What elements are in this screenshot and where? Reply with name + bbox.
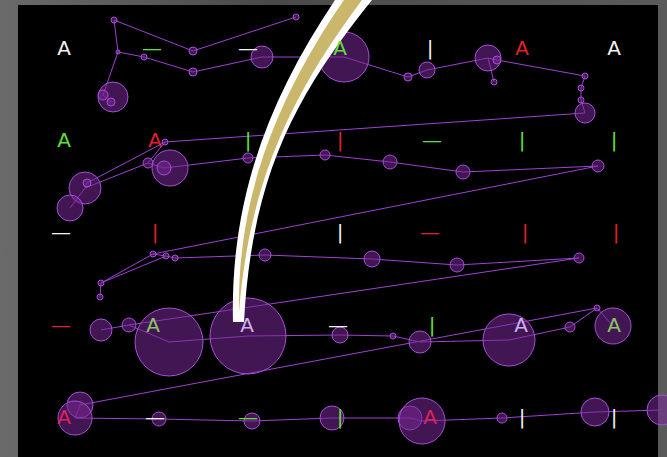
grid-symbol: — <box>51 222 71 242</box>
node-dot <box>364 251 380 267</box>
link-line <box>75 308 662 421</box>
curved-blade <box>233 0 372 322</box>
grid-symbol: A <box>57 407 71 427</box>
node-dot <box>90 319 112 341</box>
grid-symbol: | <box>611 407 618 427</box>
node-dot <box>390 333 396 339</box>
grid-symbol: — <box>142 38 162 58</box>
grid-symbol: A <box>423 407 437 427</box>
node-dot <box>578 85 584 91</box>
node-dot <box>483 314 535 366</box>
grid-symbol: | <box>427 38 434 58</box>
grid-symbol: | <box>152 222 159 242</box>
node-dot <box>210 298 286 374</box>
node-dot <box>647 395 667 425</box>
grid-symbol: A <box>607 38 621 58</box>
node-dot <box>320 150 330 160</box>
node-dot <box>150 251 156 257</box>
grid-symbol: | <box>613 222 620 242</box>
grid-symbol: A <box>514 315 528 335</box>
node-dot <box>189 47 197 55</box>
grid-symbol: | <box>245 130 252 150</box>
node-dot <box>57 195 83 221</box>
node-dot <box>152 150 188 186</box>
grid-symbol: A <box>148 130 162 150</box>
node-dot <box>578 97 584 103</box>
node-dot <box>97 294 103 300</box>
grid-symbol: A <box>333 38 347 58</box>
grid-symbol: — <box>328 315 348 335</box>
grid-symbol: A <box>57 130 71 150</box>
grid-symbol: — <box>420 222 440 242</box>
node-dot <box>450 258 464 272</box>
node-dot <box>592 160 604 172</box>
node-dot <box>383 155 397 169</box>
black-panel <box>18 5 658 457</box>
node-dot <box>189 68 197 76</box>
link-line <box>148 142 598 254</box>
node-dot <box>98 280 104 286</box>
grid-symbol: — <box>51 315 71 335</box>
node-dot <box>83 179 91 187</box>
node-dot <box>259 249 271 261</box>
node-dot <box>419 62 435 78</box>
grid-symbol: A <box>607 315 621 335</box>
node-dot <box>581 398 609 426</box>
node-dot <box>493 56 501 64</box>
grid-symbol: | <box>337 222 344 242</box>
grid-symbol: — <box>238 407 258 427</box>
blade-core <box>239 0 362 312</box>
node-dot <box>162 139 168 145</box>
node-dot <box>491 79 497 85</box>
node-dot <box>475 45 501 71</box>
link-line <box>101 256 166 283</box>
grid-symbol: | <box>611 130 618 150</box>
grid-symbol: A <box>57 38 71 58</box>
grid-symbol: | <box>522 222 529 242</box>
node-dot <box>98 82 128 112</box>
node-dot <box>163 253 169 259</box>
node-dot <box>58 401 92 435</box>
node-dot <box>98 90 108 100</box>
grid-symbol: — <box>145 407 165 427</box>
node-dot <box>594 305 600 311</box>
node-dot <box>497 413 507 423</box>
node-dot <box>595 308 631 344</box>
node-dot <box>107 98 115 106</box>
node-dot <box>135 308 203 376</box>
node-dot <box>399 398 445 444</box>
grid-symbol: A <box>146 315 160 335</box>
node-dot <box>111 17 117 23</box>
grid-symbol: A <box>515 38 529 58</box>
node-dot <box>575 103 595 123</box>
node-dot <box>565 322 575 332</box>
grid-symbol: | <box>429 315 436 335</box>
node-dot <box>122 318 136 332</box>
grid-symbol: | <box>337 130 344 150</box>
grid-symbol: — <box>422 130 442 150</box>
grid-symbol: — <box>238 38 258 58</box>
node-dot <box>582 73 588 79</box>
node-dot <box>320 406 344 430</box>
node-dot <box>456 165 470 179</box>
node-dot <box>172 255 178 261</box>
node-dot <box>293 14 299 20</box>
node-dot <box>143 158 153 168</box>
node-dot <box>409 331 431 353</box>
grid-symbol: | <box>519 130 526 150</box>
link-line <box>100 254 153 297</box>
link-line <box>70 142 165 208</box>
node-dot <box>243 153 253 163</box>
grid-symbol: A <box>240 315 254 335</box>
grid-symbol: | <box>337 407 344 427</box>
node-dot <box>574 253 584 263</box>
link-line <box>114 17 296 51</box>
node-dot <box>157 161 171 175</box>
node-dot <box>116 50 120 54</box>
node-dot <box>404 73 412 81</box>
grid-symbol: | <box>519 407 526 427</box>
